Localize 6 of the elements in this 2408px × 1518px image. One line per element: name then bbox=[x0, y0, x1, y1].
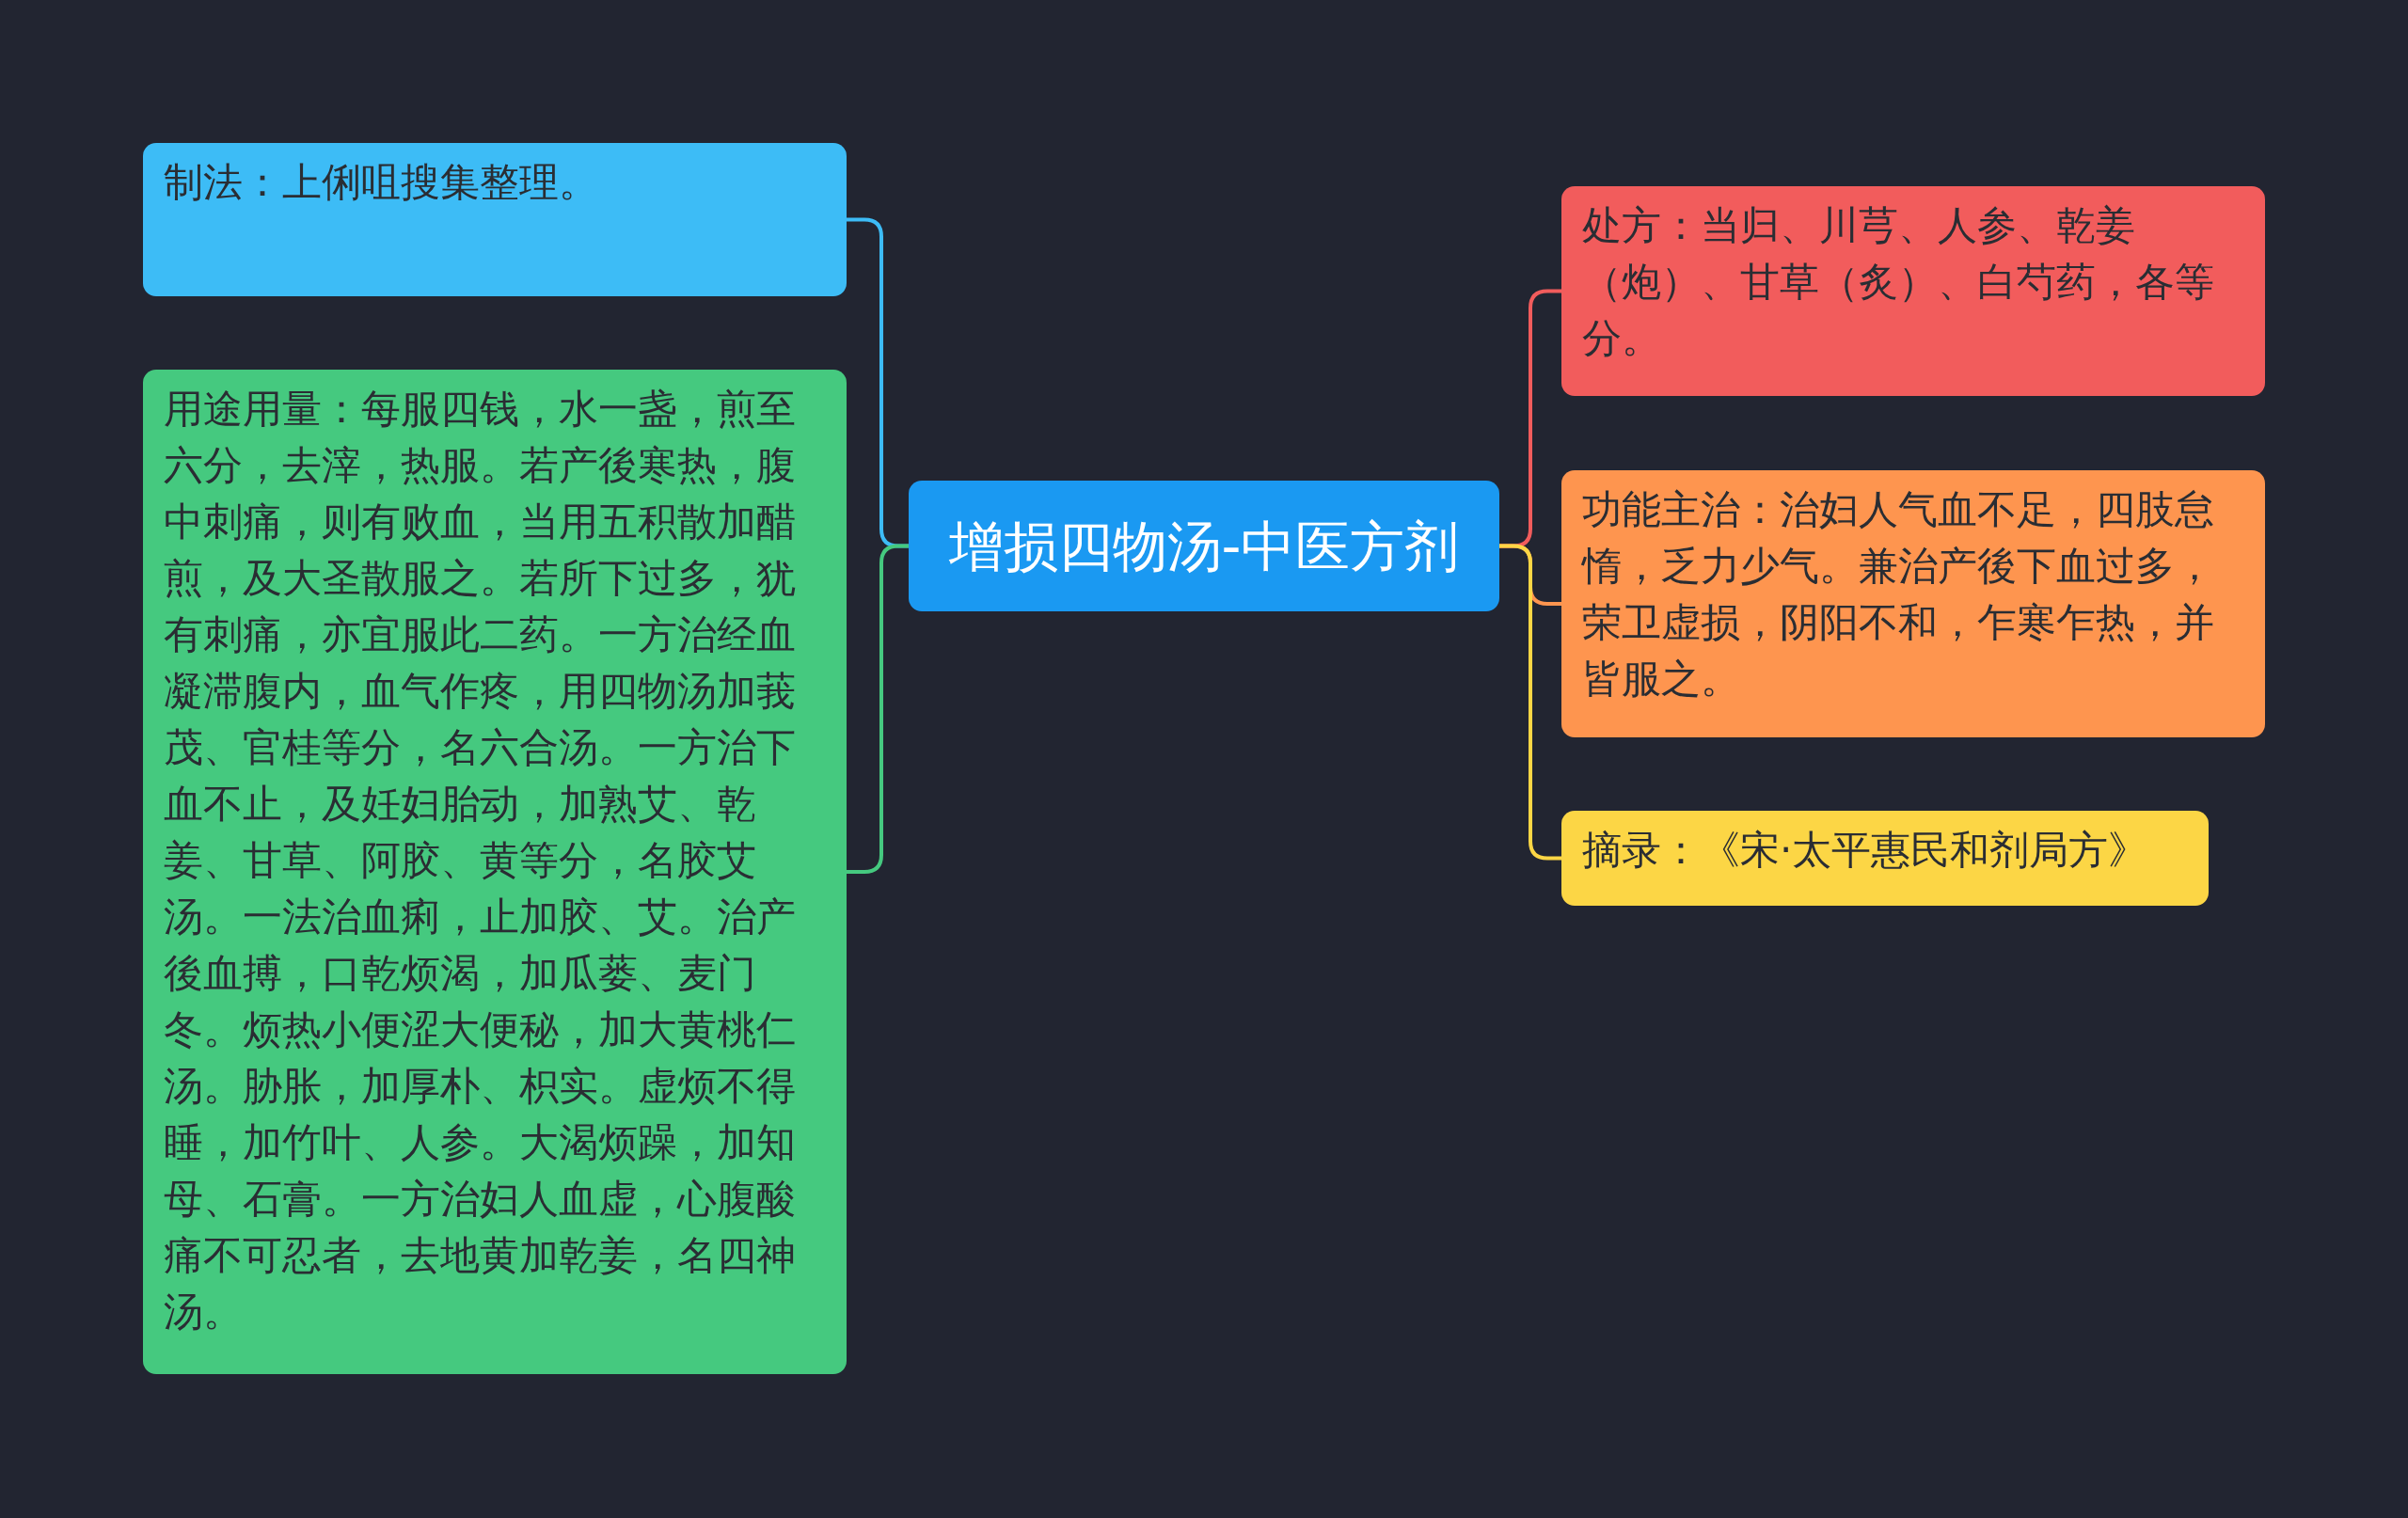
branch-box: 处方：当归、川芎、人参、乾姜（炮）、甘草（炙）、白芍药，各等分。 bbox=[1561, 186, 2265, 396]
branch-box: 功能主治：治妇人气血不足，四肢怠惰，乏力少气。兼治产後下血过多，荣卫虚损，阴阳不和，乍寒乍热，并皆服之。 bbox=[1561, 470, 2265, 737]
topic-box: 增损四物汤-中医方剂 bbox=[909, 481, 1499, 611]
branch-box: 制法：上俐咀搜集整理。 bbox=[143, 143, 847, 296]
branch-box: 摘录：《宋·太平惠民和剂局方》 bbox=[1561, 811, 2209, 906]
branch-box: 用途用量：每服四钱，水一盏，煎至六分，去滓，热服。若产後寒热，腹中刺痛，则有败血，当用五积散加醋煎，及大圣散服之。若所下过多，犹有刺痛，亦宜服此二药。一方治经血凝滞腹内，血气作疼，用四物汤加莪茂、官桂等分，名六合汤。一方治下血不止，及妊妇胎动，加熟艾、乾姜、甘草、阿胶、黄等分，名胶艾汤。一法治血痢，止加胶、艾。治产後血搏，口乾烦渴，加瓜蒌、麦门冬。烦热小便涩大便秘，加大黄桃仁汤。胁胀，加厚朴、枳实。虚烦不得睡，加竹叶、人参。大渴烦躁，加知母、石膏。一方治妇人血虚，心腹酸痛不可忍者，去地黄加乾姜，名四神汤。 bbox=[143, 370, 847, 1374]
